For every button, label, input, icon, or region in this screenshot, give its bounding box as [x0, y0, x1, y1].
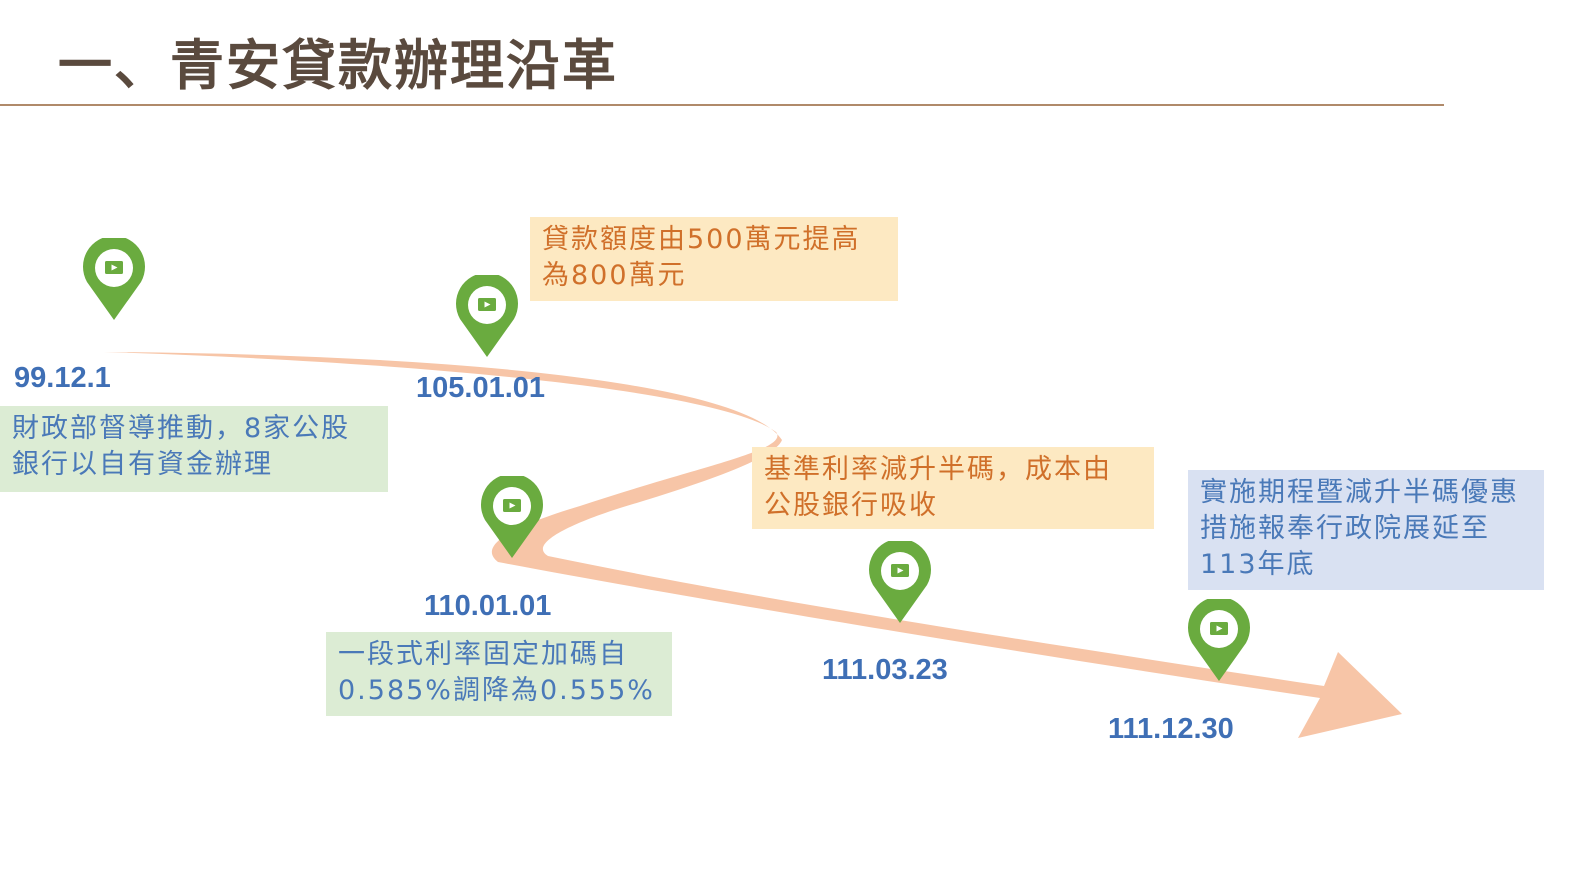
- milestone-date: 110.01.01: [424, 590, 552, 622]
- page-title: 一、青安貸款辦理沿革: [58, 34, 618, 97]
- milestone-date: 99.12.1: [14, 362, 111, 394]
- map-pin-icon: [1188, 599, 1250, 681]
- milestone-description: 實施期程暨減升半碼優惠 措施報奉行政院展延至 113年底: [1188, 470, 1544, 590]
- map-pin-icon: [869, 541, 931, 623]
- description-line: 公股銀行吸收: [764, 490, 938, 521]
- description-line: 為800萬元: [542, 260, 687, 291]
- monitor-icon: [1210, 622, 1228, 635]
- monitor-icon: [105, 261, 123, 274]
- monitor-icon: [478, 298, 496, 311]
- map-pin-icon: [456, 275, 518, 357]
- milestone-date: 105.01.01: [416, 372, 546, 404]
- map-pin-icon: [481, 476, 543, 558]
- title-underline: [0, 104, 1444, 106]
- description-line: 銀行以自有資金辦理: [12, 449, 273, 480]
- description-line: 財政部督導推動，8家公股: [12, 413, 351, 444]
- monitor-icon: [503, 499, 521, 512]
- description-line: 113年底: [1200, 549, 1316, 580]
- description-line: 0.585%調降為0.555%: [338, 675, 655, 706]
- monitor-icon: [891, 564, 909, 577]
- description-line: 一段式利率固定加碼自: [338, 639, 628, 670]
- milestone-description: 基準利率減升半碼，成本由 公股銀行吸收: [752, 447, 1154, 529]
- description-line: 基準利率減升半碼，成本由: [764, 454, 1112, 485]
- milestone-description: 財政部督導推動，8家公股 銀行以自有資金辦理: [0, 406, 388, 492]
- map-pin-icon: [83, 238, 145, 320]
- description-line: 措施報奉行政院展延至: [1200, 513, 1490, 544]
- milestone-date: 111.03.23: [822, 654, 948, 686]
- milestone-description: 貸款額度由500萬元提高 為800萬元: [530, 217, 898, 301]
- milestone-date: 111.12.30: [1108, 713, 1234, 745]
- description-line: 實施期程暨減升半碼優惠: [1200, 477, 1519, 508]
- description-line: 貸款額度由500萬元提高: [542, 224, 861, 255]
- milestone-description: 一段式利率固定加碼自 0.585%調降為0.555%: [326, 632, 672, 716]
